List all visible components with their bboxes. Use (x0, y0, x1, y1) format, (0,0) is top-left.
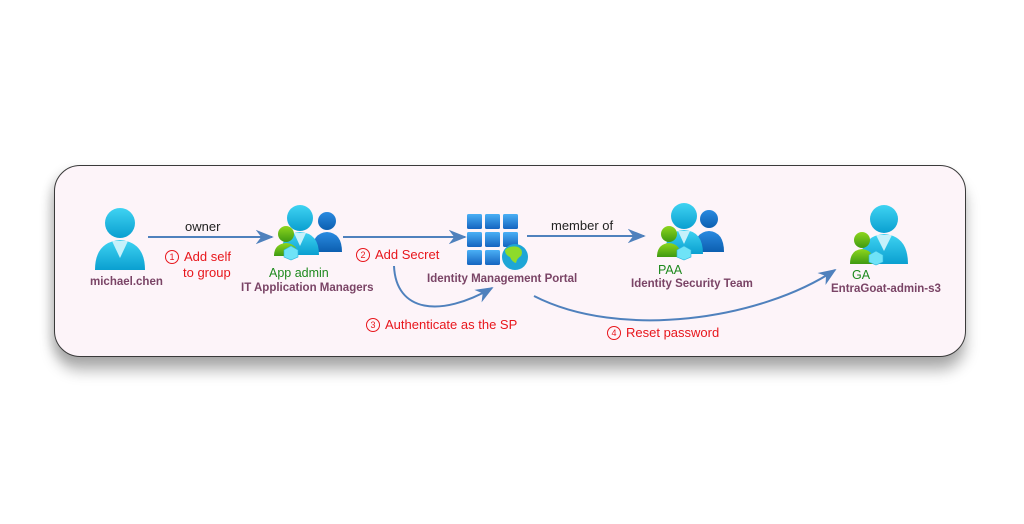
step-number-badge: 3 (366, 318, 380, 332)
step-number-badge: 1 (165, 250, 179, 264)
edge-label-owner: owner (185, 219, 221, 234)
node-name-entragoat-admin-s3: EntraGoat-admin-s3 (831, 283, 941, 295)
step-number-badge: 4 (607, 326, 621, 340)
step-1: 1 Add self (165, 249, 231, 264)
node-name-michael-chen: michael.chen (90, 276, 163, 288)
step-1-line2: to group (183, 265, 231, 280)
step-4-text: Reset password (626, 325, 720, 340)
group-admin-icon (657, 203, 724, 261)
step-1-line1: Add self (184, 249, 231, 264)
step-3: 3 Authenticate as the SP (366, 317, 517, 332)
step-2: 2 Add Secret (356, 247, 439, 262)
step-number-badge: 2 (356, 248, 370, 262)
step-2-text: Add Secret (375, 247, 440, 262)
node-role-ga: GA (852, 268, 871, 282)
step-4: 4 Reset password (607, 325, 719, 340)
node-name-identity-management-portal: Identity Management Portal (427, 273, 578, 285)
node-role-paa: PAA (658, 263, 683, 277)
edge-authenticate-arrow (393, 265, 494, 308)
edge-label-member-of: member of (551, 218, 614, 233)
enterprise-app-icon (467, 214, 528, 270)
node-role-app-admin: App admin (269, 266, 329, 280)
step-3-text: Authenticate as the SP (385, 317, 518, 332)
user-icon (95, 208, 145, 270)
user-admin-icon (850, 205, 908, 266)
edge-reset-password-arrow (533, 269, 837, 322)
node-name-it-application-managers: IT Application Managers (241, 282, 374, 294)
node-name-identity-security-team: Identity Security Team (631, 278, 753, 290)
group-admin-icon (274, 205, 342, 261)
